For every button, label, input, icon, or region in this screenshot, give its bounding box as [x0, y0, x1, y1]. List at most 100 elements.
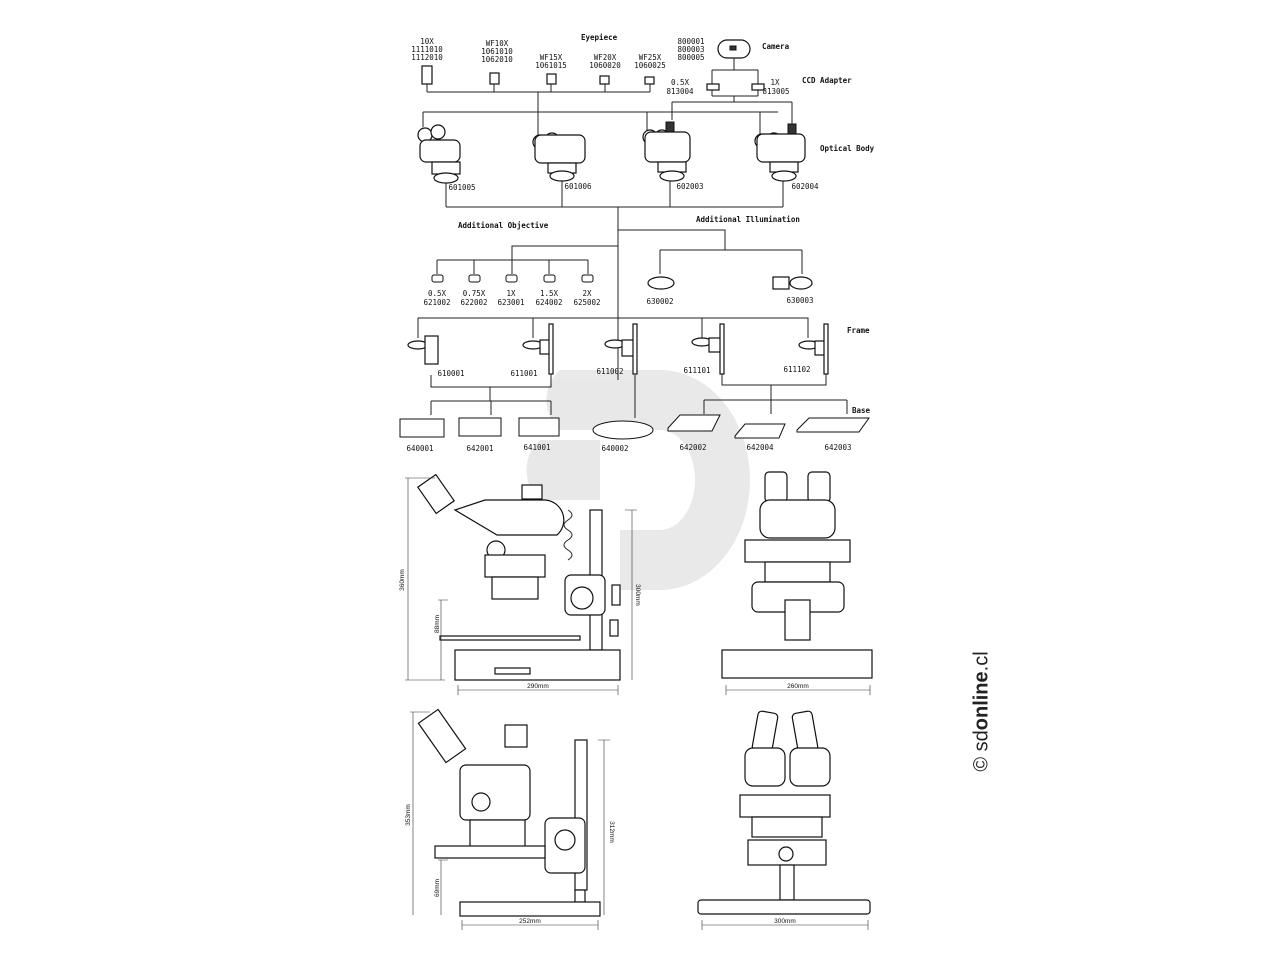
diagram-shape — [744, 747, 786, 787]
diagram-shape — [778, 846, 794, 862]
diagram-shape — [430, 374, 848, 418]
diagram-shape — [644, 131, 691, 163]
optical-body-icon — [642, 121, 691, 182]
diagram-label: 0.75X — [463, 289, 486, 298]
diagram-shape — [751, 816, 823, 838]
diagram-shape — [779, 864, 795, 901]
frame-group: 610001 611001 611002 611101 611102 — [407, 317, 829, 378]
copyright-symbol: © — [970, 756, 993, 772]
diagram-label: 813005 — [762, 87, 789, 96]
diagram-shape — [419, 139, 461, 163]
diagram-shape — [405, 477, 637, 695]
diagram-shape — [549, 170, 575, 182]
diagram-shape — [719, 323, 725, 375]
diagram-shape — [417, 708, 467, 764]
diagram-label: 642002 — [679, 443, 706, 452]
base-group: 640001 642001 641001 640002 642002 64200… — [399, 374, 870, 453]
heading-eyepiece: Eyepiece — [581, 33, 618, 42]
objective-icon — [543, 274, 556, 283]
eyepiece-code: 1060020 — [589, 61, 621, 70]
side-view-drawing: 360mm 88mm 300mm 290mm — [399, 473, 641, 695]
diagram-shape — [459, 901, 601, 917]
diagram-shape — [417, 317, 809, 338]
diagram-label: 642003 — [824, 443, 851, 452]
diagram-label: 601006 — [564, 182, 592, 191]
diagram-shape — [789, 747, 831, 787]
diagram-shape — [484, 554, 546, 578]
diagram-shape — [471, 792, 491, 812]
diagram-label: 611002 — [596, 367, 623, 376]
optical-body-icon — [532, 132, 586, 182]
diagram-shape — [807, 471, 831, 503]
diagram-label: 252mm — [519, 918, 541, 925]
diagram-label: 630003 — [786, 296, 813, 305]
diagram-label: 642004 — [746, 443, 774, 452]
diagram-shape — [434, 845, 546, 859]
diagram-shape — [697, 899, 871, 915]
heading-frame: Frame — [847, 326, 870, 335]
diagram-label: 260mm — [787, 683, 809, 690]
watermark-bold: online — [970, 671, 993, 731]
objective-icon — [581, 274, 594, 283]
diagram-label: 622002 — [460, 298, 487, 307]
diagram-label: 642001 — [466, 444, 493, 453]
diagram-shape — [436, 245, 618, 274]
diagram-label: 312mm — [608, 821, 615, 843]
ring-light-icon — [647, 276, 675, 290]
diagram-shape — [416, 473, 456, 515]
diagram-label: 621002 — [423, 298, 450, 307]
heading-camera: Camera — [762, 42, 790, 51]
diagram-shape — [701, 920, 869, 930]
eyepiece-icon — [546, 73, 557, 85]
frame-icon — [798, 323, 829, 375]
base-icon — [796, 417, 870, 433]
diagram-label: 611102 — [783, 365, 810, 374]
frame-icon — [407, 335, 439, 365]
camera-group: 800001 800003 800005 0.5X 813004 1X 8130… — [666, 37, 793, 130]
frame-icon — [691, 323, 725, 375]
eyepiece-code: 1111010 — [411, 45, 443, 54]
diagram-shape — [708, 337, 722, 353]
diagram-shape — [609, 619, 619, 637]
diagram-label: 800005 — [677, 53, 704, 62]
diagram-shape — [671, 58, 793, 130]
diagram-shape — [721, 649, 873, 679]
diagram-shape — [764, 471, 788, 503]
diagram-shape — [665, 121, 675, 133]
ring-light-icon — [789, 276, 813, 290]
ccd-adapter-icon — [751, 83, 765, 91]
diagram-label: 630002 — [646, 297, 673, 306]
optical-body-icon — [754, 123, 806, 182]
diagram-shape — [784, 599, 811, 641]
diagram-label: 1X — [506, 289, 516, 298]
diagram-shape — [554, 829, 576, 851]
objective-icon — [468, 274, 481, 283]
diagram-label: 0.5X — [671, 78, 690, 87]
eyepiece-icon — [599, 75, 610, 85]
eyepiece-mag: WF10X — [486, 39, 509, 48]
diagram-shape — [563, 509, 573, 561]
optical-body-group: 601005 601006 602003 602004 — [417, 111, 819, 380]
objective-icon — [505, 274, 518, 283]
diagram-shape — [410, 711, 610, 930]
diagram-shape — [426, 84, 651, 112]
diagram-shape — [548, 323, 554, 375]
base-icon — [399, 418, 445, 438]
diagram-label: 1.5X — [540, 289, 559, 298]
frame-icon — [604, 323, 638, 375]
diagram-shape — [611, 584, 621, 606]
diagram-shape — [787, 123, 797, 135]
objective-icon — [431, 274, 444, 283]
diagram-shape — [632, 323, 638, 375]
front-view-drawing: 260mm — [721, 471, 873, 695]
eyepiece-mag: 10X — [420, 37, 434, 46]
sd-logo-watermark — [526, 370, 750, 590]
side-view-drawing-2: 353mm 69mm 312mm 252mm — [405, 708, 615, 930]
eyepiece-mag: WF15X — [540, 53, 563, 62]
base-icon — [518, 417, 560, 437]
heading-additional-objective: Additional Objective — [458, 221, 549, 230]
diagram-shape — [504, 724, 528, 748]
diagram-label: 800003 — [677, 45, 704, 54]
frame-icon — [522, 323, 554, 375]
